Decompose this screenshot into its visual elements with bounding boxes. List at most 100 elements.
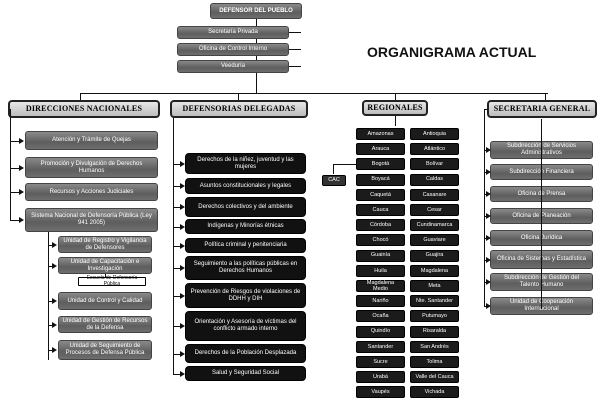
connector-line — [173, 373, 181, 375]
connector-line — [48, 244, 54, 246]
arrow-icon — [486, 191, 491, 197]
connector-line — [173, 226, 181, 228]
connector-line — [484, 150, 487, 151]
connector-line — [48, 324, 54, 326]
defensoria-box: Orientación y Asesoría de víctimas del c… — [185, 311, 306, 341]
regional-box: Guajira — [410, 249, 459, 262]
connector-line — [48, 232, 49, 360]
sub-unit-box: Unidad de Registro y Vigilancia de Defen… — [58, 236, 152, 253]
regional-box: Risaralda — [410, 325, 459, 338]
regional-box: Cauca — [356, 204, 405, 216]
regional-box: Amazonas — [356, 128, 405, 140]
regional-box: Magdalena — [410, 264, 459, 277]
connector-line — [545, 93, 546, 101]
connector-line — [80, 93, 548, 94]
regional-box: Atlántico — [410, 143, 459, 156]
regional-box: Urabá — [356, 371, 405, 384]
arrow-icon — [19, 217, 24, 223]
connector-line — [48, 350, 54, 351]
arrow-icon — [486, 235, 491, 241]
arrow-icon — [180, 183, 185, 189]
regional-box: Vaupés — [356, 386, 405, 399]
regional-box: Nariño — [356, 295, 405, 308]
escuela-box: Escuela de Defensoría Pública — [78, 275, 146, 286]
defensoria-box: Prevención de Riesgos de violaciones de … — [185, 283, 306, 308]
arrow-icon — [180, 223, 185, 230]
connector-line — [10, 220, 20, 221]
connector-line — [333, 164, 334, 174]
regional-box: Ocaña — [356, 310, 405, 323]
regional-box: Caquetá — [356, 188, 405, 201]
arrow-icon — [19, 137, 24, 144]
connector-line — [10, 140, 20, 142]
connector-line — [10, 109, 11, 221]
regional-box: Córdoba — [356, 219, 405, 232]
connector-line — [484, 282, 487, 283]
connector-line — [484, 238, 487, 239]
defensor-box: DEFENSOR DEL PUEBLO — [210, 3, 302, 19]
connector-line — [10, 192, 20, 193]
regional-box: San Andrés — [410, 340, 459, 353]
arrow-icon — [486, 256, 491, 263]
arrow-icon — [180, 323, 185, 329]
regional-box: Huila — [356, 264, 405, 277]
connector-line — [333, 164, 356, 165]
page-title: ORGANIGRAMA ACTUAL — [367, 44, 537, 60]
regional-box: Magdalena Medio — [356, 280, 405, 292]
arrow-icon — [486, 303, 491, 309]
direccion-box: Atención y Trámite de Quejas — [25, 131, 158, 150]
connector-line — [80, 93, 81, 101]
connector-line — [238, 93, 239, 101]
connector-line — [173, 326, 181, 327]
direccion-box: Recursos y Acciones Judiciales — [25, 183, 158, 201]
connector-line — [105, 274, 106, 277]
staff-office-box: Veeduría — [177, 60, 289, 73]
regional-box: Casanare — [410, 188, 459, 201]
direcciones-header: DIRECCIONES NACIONALES — [8, 100, 160, 118]
regional-box: Cesar — [410, 204, 459, 216]
arrow-icon — [180, 265, 185, 271]
connector-line — [173, 163, 181, 165]
connector-line — [173, 295, 181, 297]
regional-box: Chocó — [356, 234, 405, 247]
connector-line — [395, 93, 396, 101]
regional-box: Cundinamarca — [410, 219, 459, 232]
connector-line — [395, 116, 396, 126]
direccion-box: Sistema Nacional de Defensoría Pública (… — [25, 208, 158, 232]
regional-box: Santander — [356, 340, 405, 353]
arrow-icon — [180, 370, 185, 377]
arrow-icon — [19, 164, 24, 171]
connector-line — [173, 245, 181, 247]
defensoria-box: Derechos de la niñez, juventud y las muj… — [185, 153, 306, 174]
arrow-icon — [486, 147, 491, 153]
sub-unit-box: Unidad de Capacitación e Investigación — [58, 257, 152, 274]
arrow-icon — [52, 298, 57, 304]
arrow-icon — [180, 204, 185, 210]
connector-line — [484, 259, 487, 261]
regional-box: Valle del Cauca — [410, 371, 459, 384]
regional-box: Arauca — [356, 143, 405, 156]
connector-line — [484, 194, 487, 195]
regional-box: Nte. Santander — [410, 295, 459, 308]
sub-unit-box: Unidad de Gestión de Recursos de la Defe… — [58, 316, 152, 333]
arrow-icon — [52, 347, 57, 353]
arrow-icon — [486, 169, 491, 175]
regional-box: Guaviare — [410, 234, 459, 247]
secretaria-header: SECRETARIA GENERAL — [487, 100, 597, 118]
arrow-icon — [180, 350, 185, 357]
regional-box: Guainía — [356, 249, 405, 262]
connector-line — [484, 109, 488, 110]
connector-line — [484, 109, 485, 306]
arrow-icon — [52, 262, 57, 269]
arrow-icon — [486, 279, 491, 285]
regional-box: Meta — [410, 280, 459, 292]
arrow-icon — [180, 160, 185, 167]
sub-unit-box: Unidad de Seguimiento de Procesos de Def… — [58, 340, 152, 360]
connector-line — [256, 19, 257, 93]
connector-line — [48, 301, 54, 302]
staff-office-box: Secretaría Privada — [177, 26, 289, 39]
defensoria-box: Derechos colectivos y del ambiente — [185, 197, 306, 217]
arrow-icon — [180, 292, 185, 299]
connector-line — [173, 268, 181, 269]
connector-line — [173, 186, 181, 187]
